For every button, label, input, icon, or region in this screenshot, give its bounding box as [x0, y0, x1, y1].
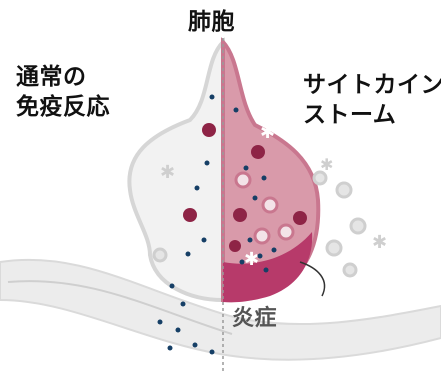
- cytokine-dot: [234, 108, 239, 113]
- red-blood-cell: [327, 241, 341, 255]
- cytokine-dot: [262, 176, 267, 181]
- cytokine-dot: [195, 186, 200, 191]
- star-cell: ✱: [372, 232, 387, 253]
- immune-cell: [229, 240, 241, 252]
- label-cytokine-storm: サイトカイン ストーム: [303, 70, 441, 130]
- cytokine-dot: [240, 260, 245, 265]
- cytokine-dot: [193, 343, 198, 348]
- cytokine-dot: [186, 252, 191, 257]
- star-cell: ✱: [260, 122, 275, 143]
- label-storm-line2: ストーム: [303, 100, 441, 130]
- cytokine-dot: [210, 95, 215, 100]
- label-storm-line1: サイトカイン: [303, 70, 441, 100]
- label-alveolus: 肺胞: [188, 2, 235, 36]
- immune-cell: [251, 145, 265, 159]
- red-blood-cell: [255, 229, 269, 243]
- cytokine-dot: [168, 346, 173, 351]
- red-blood-cell: [351, 219, 365, 233]
- red-blood-cell: [236, 173, 250, 187]
- star-cell: ✱: [244, 249, 259, 270]
- red-blood-cell: [337, 183, 351, 197]
- cytokine-dot: [248, 238, 253, 243]
- cytokine-dot: [244, 166, 249, 171]
- star-cell: ✱: [320, 155, 333, 174]
- cytokine-dot: [181, 302, 186, 307]
- cytokine-dot: [202, 238, 207, 243]
- cytokine-dot: [253, 196, 258, 201]
- immune-cell: [233, 208, 247, 222]
- red-blood-cell: [344, 264, 356, 276]
- immune-cell: [183, 208, 197, 222]
- normal-alveolus: [129, 42, 223, 300]
- label-normal-response: 通常の 免疫反応: [16, 62, 110, 122]
- immune-cell: [202, 123, 216, 137]
- cytokine-dot: [264, 268, 269, 273]
- red-blood-cell: [263, 198, 277, 212]
- red-blood-cell: [279, 225, 293, 239]
- cytokine-dot: [258, 254, 263, 259]
- label-inflammation: 炎症: [232, 300, 277, 332]
- cytokine-dot: [210, 350, 215, 355]
- immune-cell: [293, 211, 307, 225]
- cytokine-dot: [272, 248, 277, 253]
- star-cell: ✱: [160, 162, 175, 183]
- label-normal-line2: 免疫反応: [16, 92, 110, 122]
- cytokine-dot: [205, 161, 210, 166]
- cytokine-dot: [158, 320, 163, 325]
- cytokine-dot: [170, 284, 175, 289]
- label-normal-line1: 通常の: [16, 62, 110, 92]
- cytokine-dot: [176, 328, 181, 333]
- red-blood-cell: [154, 249, 166, 261]
